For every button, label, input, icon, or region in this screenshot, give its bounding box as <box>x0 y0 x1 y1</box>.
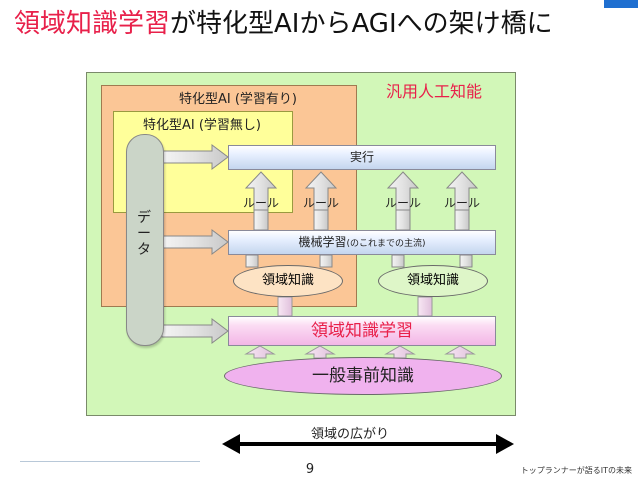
title-top-strip <box>0 0 600 8</box>
title-rest: が特化型AIからAGIへの架け橋に <box>170 9 553 39</box>
general-prior-knowledge-ellipse: 一般事前知識 <box>224 357 502 395</box>
slide-title: 領域知識学習が特化型AIからAGIへの架け橋に <box>14 8 553 40</box>
rule-label-1: ルール <box>242 196 279 210</box>
specialized-ai-learning-label: 特化型AI (学習有り) <box>178 92 297 107</box>
specialized-ai-nolearning-label: 特化型AI (学習無し) <box>142 118 261 133</box>
rule-label-3: ルール <box>384 196 421 210</box>
ml-to-rule-stems <box>253 209 470 231</box>
domain-to-ml-stems <box>245 254 473 268</box>
data-label-text: データ <box>137 210 151 258</box>
general-ai-label: 汎用人工知能 <box>385 82 482 101</box>
range-label: 領域の広がり <box>310 427 389 442</box>
corner-accent-bar <box>604 0 638 8</box>
learning-to-domain-stems <box>277 296 433 317</box>
domain-knowledge-learning-bar: 領域知識学習 <box>228 316 496 346</box>
domain-knowledge-ellipse-1: 領域知識 <box>233 265 343 297</box>
range-double-arrow <box>222 434 514 454</box>
rule-label-2: ルール <box>302 196 339 210</box>
arrow-data-to-domain-learning <box>161 318 229 344</box>
page-number: 9 <box>305 462 315 477</box>
arrow-data-to-ml <box>161 229 229 255</box>
rule-up-arrows <box>244 171 479 211</box>
machine-learning-bar: 機械学習(のこれまでの主流) <box>228 230 496 255</box>
domain-knowledge-ellipse-2: 領域知識 <box>378 265 488 297</box>
ml-sub-label: (のこれまでの主流) <box>346 239 426 249</box>
title-highlight: 領域知識学習 <box>14 9 171 39</box>
footer-divider <box>20 461 200 462</box>
footer-note: トップランナーが語るITの未来 <box>520 466 632 475</box>
arrow-data-to-execution <box>161 144 229 170</box>
ml-label: 機械学習 <box>298 235 347 249</box>
data-label: データ <box>126 210 162 258</box>
execution-bar: 実行 <box>228 145 496 170</box>
rule-label-4: ルール <box>443 196 480 210</box>
data-pill <box>126 134 164 346</box>
